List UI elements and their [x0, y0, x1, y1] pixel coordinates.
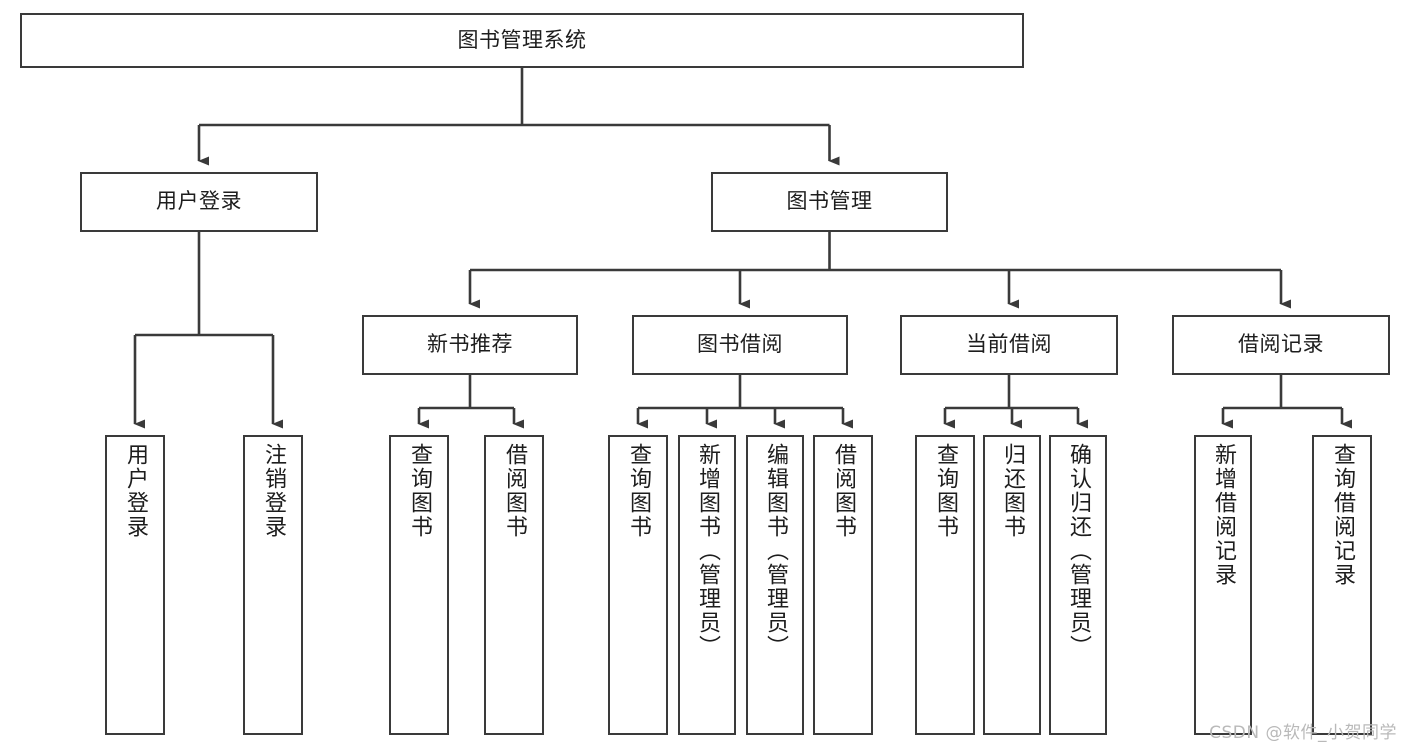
node-user-login[interactable]: 用户登录	[80, 172, 318, 232]
node-leaf-query-book-borrow[interactable]: 查询图书	[608, 435, 668, 735]
node-book-manage-label: 图书管理	[786, 189, 873, 214]
node-leaf-user-logout-label: 注销登录	[261, 443, 286, 539]
node-book-manage[interactable]: 图书管理	[711, 172, 948, 232]
node-leaf-confirm-return[interactable]: 确认归还（管理员）	[1049, 435, 1107, 735]
node-leaf-query-book-cur-label: 查询图书	[933, 443, 958, 539]
node-leaf-return-book[interactable]: 归还图书	[983, 435, 1041, 735]
node-leaf-query-record[interactable]: 查询借阅记录	[1312, 435, 1372, 735]
node-borrow-record[interactable]: 借阅记录	[1172, 315, 1390, 375]
node-leaf-return-book-label: 归还图书	[1000, 443, 1025, 539]
node-current-borrow-label: 当前借阅	[966, 332, 1052, 357]
node-new-book-rec[interactable]: 新书推荐	[362, 315, 578, 375]
node-current-borrow[interactable]: 当前借阅	[900, 315, 1118, 375]
node-book-borrow[interactable]: 图书借阅	[632, 315, 848, 375]
node-leaf-user-logout[interactable]: 注销登录	[243, 435, 303, 735]
node-leaf-query-book-cur[interactable]: 查询图书	[915, 435, 975, 735]
csdn-watermark: CSDN @软件_小贺同学	[1209, 723, 1397, 743]
node-leaf-user-login-label: 用户登录	[123, 443, 148, 539]
node-leaf-query-book-borrow-label: 查询图书	[626, 443, 651, 539]
node-leaf-edit-book-label: 编辑图书（管理员）	[763, 443, 788, 659]
node-leaf-edit-book[interactable]: 编辑图书（管理员）	[746, 435, 804, 735]
node-leaf-query-book-rec-label: 查询图书	[407, 443, 432, 539]
node-leaf-query-record-label: 查询借阅记录	[1330, 443, 1355, 587]
node-root-label: 图书管理系统	[457, 27, 587, 52]
node-leaf-add-record-label: 新增借阅记录	[1211, 443, 1236, 587]
node-leaf-add-book[interactable]: 新增图书（管理员）	[678, 435, 736, 735]
node-leaf-add-book-label: 新增图书（管理员）	[695, 443, 720, 659]
node-leaf-add-record[interactable]: 新增借阅记录	[1194, 435, 1252, 735]
node-leaf-query-book-rec[interactable]: 查询图书	[389, 435, 449, 735]
node-borrow-record-label: 借阅记录	[1238, 332, 1324, 357]
node-leaf-user-login[interactable]: 用户登录	[105, 435, 165, 735]
node-root[interactable]: 图书管理系统	[20, 13, 1024, 68]
node-leaf-confirm-return-label: 确认归还（管理员）	[1066, 443, 1091, 659]
node-book-borrow-label: 图书借阅	[697, 332, 783, 357]
node-user-login-label: 用户登录	[156, 189, 242, 214]
node-leaf-borrow-book-rec-label: 借阅图书	[502, 443, 527, 539]
node-leaf-borrow-book-rec[interactable]: 借阅图书	[484, 435, 544, 735]
node-leaf-borrow-book[interactable]: 借阅图书	[813, 435, 873, 735]
node-new-book-rec-label: 新书推荐	[427, 332, 513, 357]
node-leaf-borrow-book-label: 借阅图书	[831, 443, 856, 539]
